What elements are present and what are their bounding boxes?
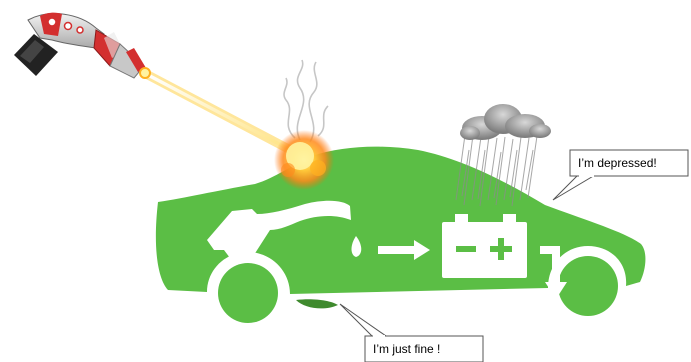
callout-fine-text: I’m just fine !	[373, 342, 440, 356]
laser-beam	[148, 75, 300, 155]
front-wheel	[558, 256, 618, 316]
callout-fine-pointer	[340, 304, 386, 336]
flame-icon	[274, 130, 334, 190]
callout-depressed-pointer	[553, 175, 595, 200]
smoke-icon	[284, 60, 328, 142]
battery-icon	[442, 214, 527, 278]
drip-puddle	[296, 299, 338, 308]
callout-fine: I’m just fine !	[340, 304, 483, 362]
callout-depressed: I’m depressed!	[553, 150, 688, 200]
callout-depressed-text: I’m depressed!	[578, 156, 657, 170]
ray-gun-icon	[14, 13, 150, 78]
rear-wheel	[218, 263, 278, 323]
